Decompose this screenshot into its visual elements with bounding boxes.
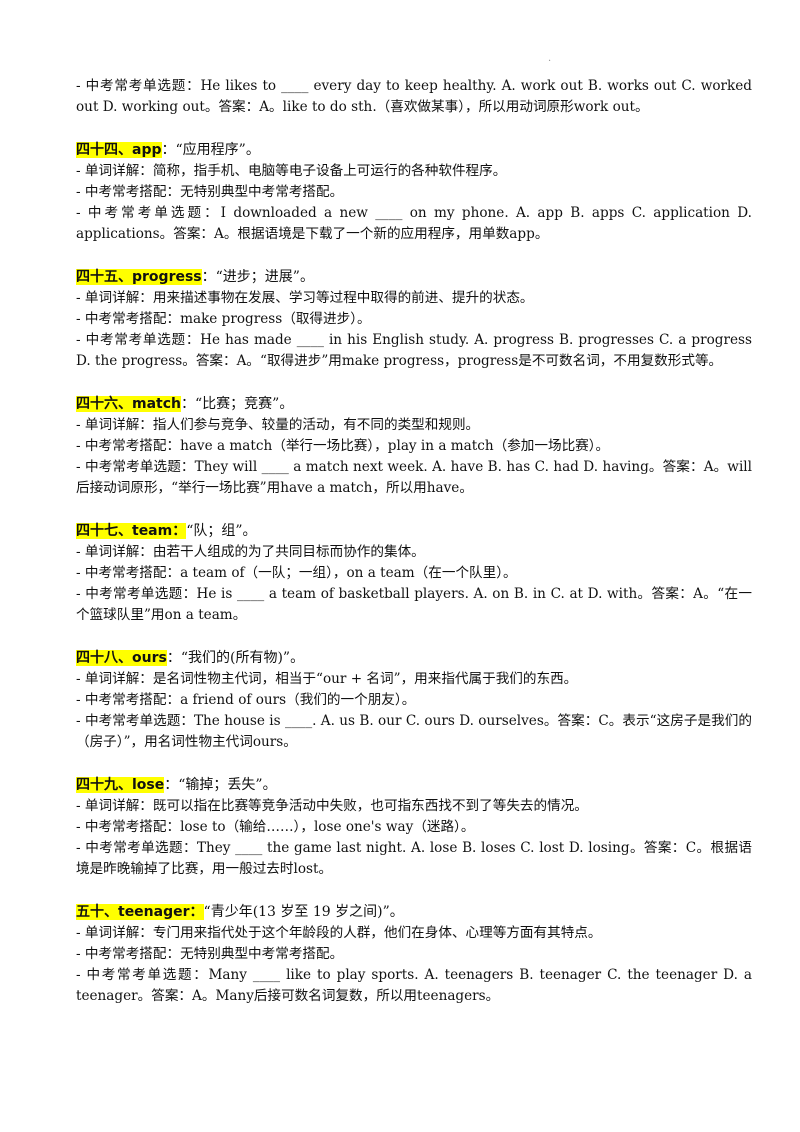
- page-marker-dot: ·: [548, 56, 552, 67]
- vocabulary-entry: 四十八、ours：“我们的(所有物)”。 - 单词详解：是名词性物主代词，相当于“…: [76, 648, 752, 753]
- entry-gloss: ：“应用程序”。: [161, 142, 260, 158]
- vocabulary-entry: 四十七、team：“队；组”。 - 单词详解：由若干人组成的为了共同目标而协作的集…: [76, 521, 752, 626]
- entry-word-highlight: 四十八、ours: [76, 650, 167, 666]
- entry-gloss: ：“进步；进展”。: [201, 269, 314, 285]
- entry-heading: 四十八、ours：“我们的(所有物)”。: [76, 648, 752, 669]
- entry-exam-question: - 中考常考单选题：He is ____ a team of basketbal…: [76, 586, 752, 623]
- entry-exam-question: - 中考常考单选题：Many ____ like to play sports.…: [76, 967, 752, 1004]
- entry-word-highlight: 四十七、team：: [76, 523, 187, 539]
- entry-explanation: - 单词详解：既可以指在比赛等竞争活动中失败，也可指东西找不到了等失去的情况。: [76, 798, 588, 814]
- entry-exam-question: - 中考常考单选题：They will ____ a match next we…: [76, 459, 752, 496]
- vocabulary-entry: 四十四、app：“应用程序”。 - 单词详解：简称，指手机、电脑等电子设备上可运行…: [76, 140, 752, 245]
- entry-gloss: ：“比赛；竞赛”。: [181, 396, 294, 412]
- vocabulary-entry: 四十五、progress：“进步；进展”。 - 单词详解：用来描述事物在发展、学习…: [76, 267, 752, 372]
- entry-heading: 四十六、match：“比赛；竞赛”。: [76, 394, 752, 415]
- entry-gloss: ：“我们的(所有物)”。: [166, 650, 305, 666]
- entry-heading: 四十四、app：“应用程序”。: [76, 140, 752, 161]
- entry-explanation: - 单词详解：简称，指手机、电脑等电子设备上可运行的各种软件程序。: [76, 163, 507, 179]
- vocabulary-entry: 四十九、lose：“输掉；丢失”。 - 单词详解：既可以指在比赛等竞争活动中失败，…: [76, 775, 752, 880]
- document-page: - 中考常考单选题：He likes to ____ every day to …: [76, 76, 752, 1029]
- entry-gloss: “青少年(13 岁至 19 岁之间)”。: [203, 904, 404, 920]
- entry-word-highlight: 五十、teenager：: [76, 904, 204, 920]
- entry-collocation: - 中考常考搭配：无特别典型中考常考搭配。: [76, 946, 344, 962]
- entry-gloss: ：“输掉；丢失”。: [164, 777, 277, 793]
- entry-exam-question: - 中考常考单选题：The house is ____. A. us B. ou…: [76, 713, 752, 750]
- entry-collocation: - 中考常考搭配：a friend of ours（我们的一个朋友）。: [76, 692, 416, 708]
- entry-exam-question: - 中考常考单选题：He has made ____ in his Englis…: [76, 332, 752, 369]
- entry-explanation: - 单词详解：用来描述事物在发展、学习等过程中取得的前进、提升的状态。: [76, 290, 534, 306]
- entry-word-highlight: 四十九、lose: [76, 777, 165, 793]
- entry-heading: 五十、teenager：“青少年(13 岁至 19 岁之间)”。: [76, 902, 752, 923]
- entry-explanation: - 单词详解：是名词性物主代词，相当于“our + 名词”，用来指代属于我们的东…: [76, 671, 578, 687]
- vocabulary-entry: 五十、teenager：“青少年(13 岁至 19 岁之间)”。 - 单词详解：专…: [76, 902, 752, 1007]
- entry-collocation: - 中考常考搭配：make progress（取得进步）。: [76, 311, 371, 327]
- vocabulary-entry: 四十六、match：“比赛；竞赛”。 - 单词详解：指人们参与竞争、较量的活动，有…: [76, 394, 752, 499]
- entry-gloss: “队；组”。: [186, 523, 257, 539]
- entry-heading: 四十五、progress：“进步；进展”。: [76, 267, 752, 288]
- entry-word-highlight: 四十六、match: [76, 396, 181, 412]
- entry-collocation: - 中考常考搭配：a team of（一队；一组），on a team（在一个队…: [76, 565, 517, 581]
- entry-heading: 四十九、lose：“输掉；丢失”。: [76, 775, 752, 796]
- entry-collocation: - 中考常考搭配：lose to（输给……），lose one's way（迷路…: [76, 819, 475, 835]
- intro-question: - 中考常考单选题：He likes to ____ every day to …: [76, 76, 752, 118]
- vocabulary-entries: 四十四、app：“应用程序”。 - 单词详解：简称，指手机、电脑等电子设备上可运行…: [76, 140, 752, 1007]
- entry-collocation: - 中考常考搭配：have a match（举行一场比赛），play in a …: [76, 438, 610, 454]
- entry-word-highlight: 四十四、app: [76, 142, 162, 158]
- entry-explanation: - 单词详解：专门用来指代处于这个年龄段的人群，他们在身体、心理等方面有其特点。: [76, 925, 602, 941]
- entry-exam-question: - 中考常考单选题：They ____ the game last night.…: [76, 840, 752, 877]
- intro-question-text: - 中考常考单选题：He likes to ____ every day to …: [76, 78, 752, 115]
- entry-collocation: - 中考常考搭配：无特别典型中考常考搭配。: [76, 184, 344, 200]
- entry-heading: 四十七、team：“队；组”。: [76, 521, 752, 542]
- entry-word-highlight: 四十五、progress: [76, 269, 202, 285]
- entry-explanation: - 单词详解：指人们参与竞争、较量的活动，有不同的类型和规则。: [76, 417, 480, 433]
- entry-explanation: - 单词详解：由若干人组成的为了共同目标而协作的集体。: [76, 544, 425, 560]
- entry-exam-question: - 中考常考单选题：I downloaded a new ____ on my …: [76, 205, 752, 242]
